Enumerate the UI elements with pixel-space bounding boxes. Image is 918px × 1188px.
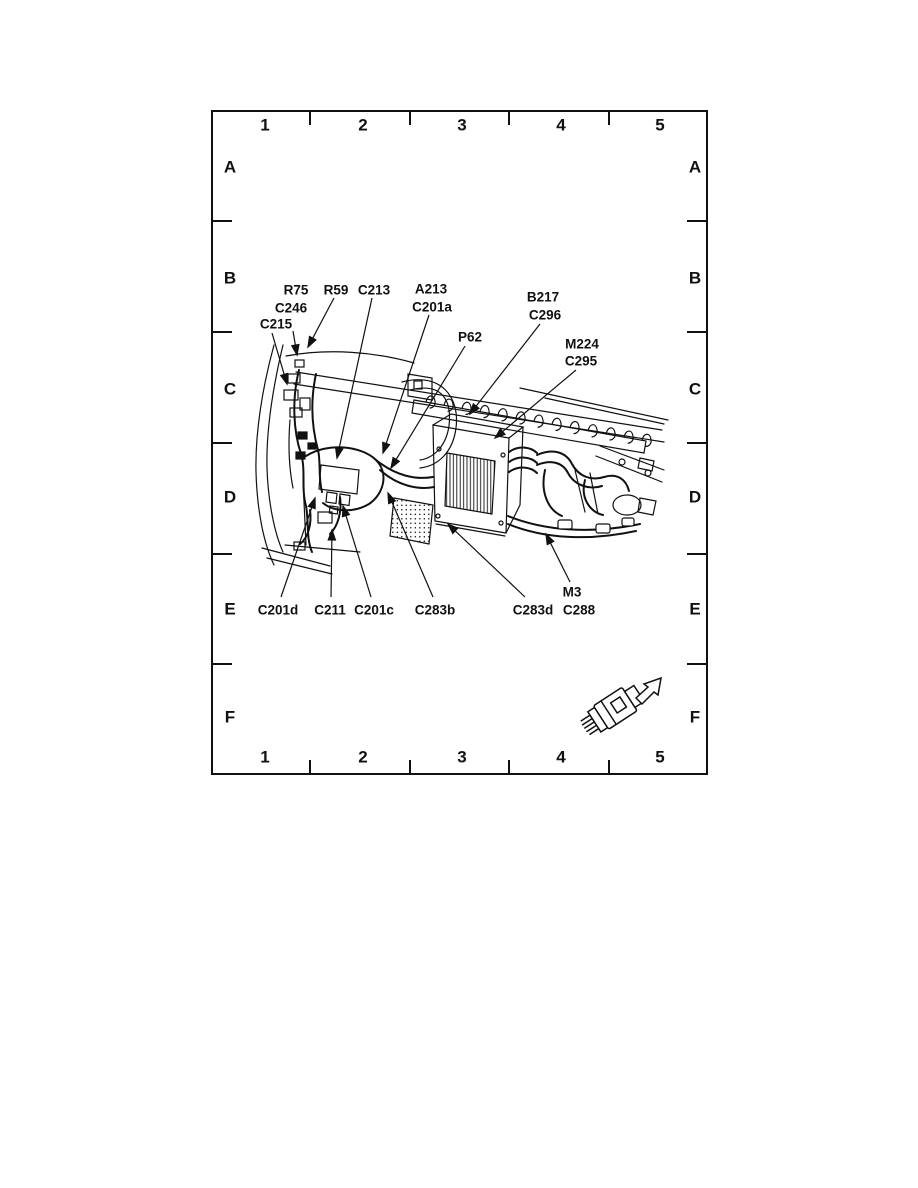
hvac-core-hatch	[444, 452, 496, 515]
callout-c295: C295	[564, 353, 598, 369]
callout-c201d: C201d	[257, 602, 299, 618]
grid-col-2-top: 2	[358, 115, 368, 135]
grid-col-2-bottom: 2	[358, 747, 368, 767]
wiring-harness	[293, 369, 641, 553]
grid-tick	[608, 760, 610, 775]
grid-row-b-right: B	[688, 268, 702, 288]
diagram-frame	[211, 110, 708, 775]
grid-tick	[687, 442, 708, 444]
grid-col-4-top: 4	[556, 115, 566, 135]
callout-m3: M3	[562, 584, 582, 600]
grid-row-a-right: A	[688, 157, 702, 177]
grid-tick	[608, 110, 610, 125]
callout-a213: A213	[414, 281, 448, 297]
connector-direction-icon	[580, 676, 662, 736]
grid-tick	[687, 331, 708, 333]
grid-tick	[687, 663, 708, 665]
grid-tick	[211, 663, 232, 665]
grid-tick	[508, 760, 510, 775]
callout-c246: C246	[274, 300, 308, 316]
callout-c296: C296	[528, 307, 562, 323]
callout-m224: M224	[565, 336, 599, 352]
callout-r59: R59	[323, 282, 349, 298]
callout-c201c: C201c	[354, 602, 394, 618]
defroster-band	[411, 399, 647, 454]
callout-c201a: C201a	[412, 299, 452, 315]
grid-tick	[309, 110, 311, 125]
component-location-illustration	[255, 297, 669, 598]
a-pillar-outline	[255, 344, 275, 566]
grid-row-a-left: A	[223, 157, 237, 177]
relay-box	[318, 464, 360, 495]
grid-col-1-bottom: 1	[260, 747, 270, 767]
callout-b217: B217	[526, 289, 560, 305]
callout-r75: R75	[283, 282, 309, 298]
callout-c213: C213	[357, 282, 391, 298]
grid-tick	[508, 110, 510, 125]
grid-row-d-left: D	[223, 487, 237, 507]
insulation-panel	[389, 497, 434, 545]
grid-col-3-top: 3	[457, 115, 467, 135]
callout-p62: P62	[457, 329, 483, 345]
grid-tick	[409, 760, 411, 775]
grid-col-5-top: 5	[655, 115, 665, 135]
grid-tick	[687, 553, 708, 555]
callout-leader-lines	[271, 297, 577, 598]
grid-row-e-right: E	[689, 599, 701, 619]
grid-tick	[309, 760, 311, 775]
grid-tick	[211, 331, 232, 333]
callout-c215: C215	[259, 316, 293, 332]
grid-tick	[211, 442, 232, 444]
grid-row-f-left: F	[224, 707, 236, 727]
dash-beam-top	[295, 371, 663, 431]
grid-tick	[409, 110, 411, 125]
grid-row-c-left: C	[223, 379, 237, 399]
callout-c283d: C283d	[512, 602, 554, 618]
grid-col-5-bottom: 5	[655, 747, 665, 767]
grid-tick	[211, 553, 232, 555]
grid-col-4-bottom: 4	[556, 747, 566, 767]
grid-row-d-right: D	[688, 487, 702, 507]
grid-row-f-right: F	[689, 707, 701, 727]
callout-c211: C211	[314, 602, 346, 618]
direction-arrow	[634, 676, 662, 706]
grid-col-3-bottom: 3	[457, 747, 467, 767]
grid-tick	[211, 220, 232, 222]
callout-c288: C288	[562, 602, 596, 618]
callout-c283b: C283b	[414, 602, 456, 618]
grid-row-b-left: B	[223, 268, 237, 288]
grid-tick	[687, 220, 708, 222]
grid-col-1-top: 1	[260, 115, 270, 135]
grid-row-e-left: E	[224, 599, 236, 619]
grid-row-c-right: C	[688, 379, 702, 399]
